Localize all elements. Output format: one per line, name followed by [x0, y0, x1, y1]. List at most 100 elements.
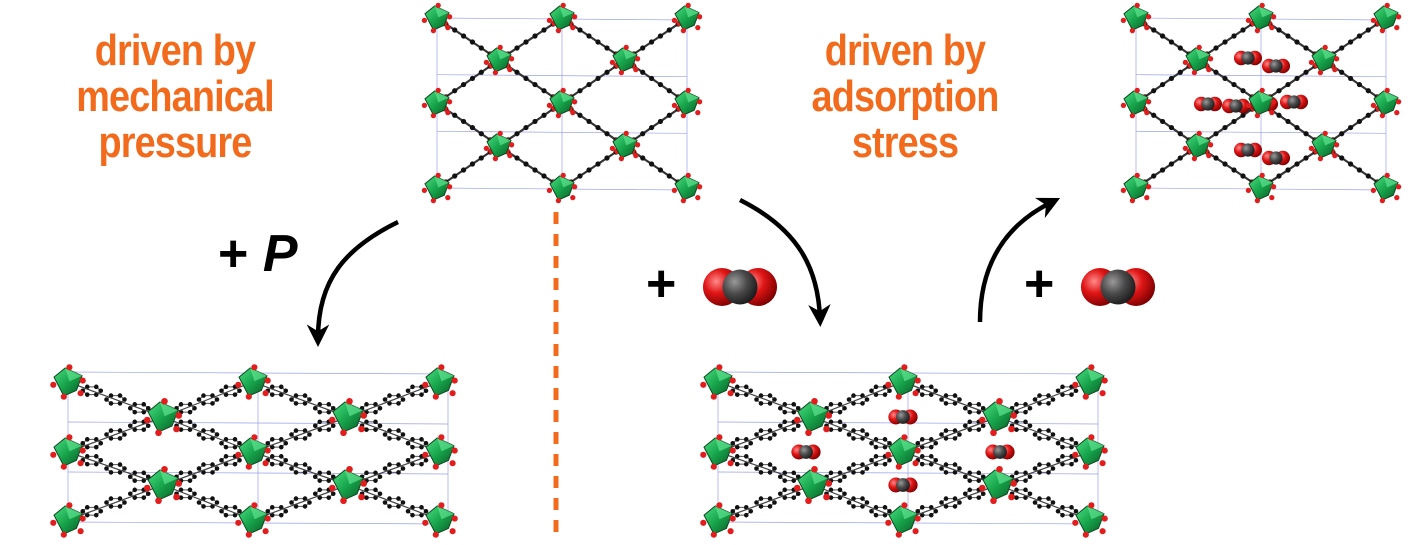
- metal-node: [1072, 434, 1108, 470]
- co2-molecule: [888, 477, 918, 493]
- metal-node: [1120, 2, 1152, 34]
- benzene-ring: [196, 462, 220, 475]
- benzene-ring: [939, 428, 962, 441]
- metal-node: [1072, 364, 1108, 400]
- linker-bond: [997, 381, 1091, 418]
- metal-node: [1245, 2, 1277, 34]
- co2-molecule: [702, 268, 778, 306]
- benzene-ring: [312, 470, 336, 483]
- mof-open-structure-with-co2: [1120, 2, 1402, 204]
- benzene-ring: [265, 437, 289, 450]
- co2-molecule: [1080, 268, 1156, 306]
- benzene-ring: [915, 437, 939, 450]
- benzene-ring: [196, 428, 220, 441]
- linker-bond: [812, 416, 904, 453]
- co2-molecule: [1233, 142, 1263, 158]
- metal-node: [422, 364, 458, 400]
- metal-node: [700, 364, 736, 400]
- pressure-arrow: [306, 219, 399, 347]
- benzene-ring: [289, 496, 312, 509]
- benzene-ring: [174, 402, 197, 415]
- benzene-ring: [730, 437, 754, 450]
- benzene-ring: [777, 402, 801, 415]
- benzene-ring: [869, 454, 892, 467]
- metal-node: [1308, 130, 1340, 162]
- metal-node: [609, 44, 641, 76]
- metal-node: [50, 502, 86, 538]
- label-line: stress: [851, 118, 959, 167]
- label-line: driven by: [94, 26, 256, 75]
- metal-node: [700, 502, 736, 538]
- benzene-ring: [869, 437, 892, 450]
- mof-narrow-pore-structure-with-co2: [700, 364, 1108, 538]
- linker-bond: [67, 451, 164, 486]
- benzene-ring: [219, 454, 242, 467]
- metal-node: [1370, 2, 1402, 34]
- benzene-ring: [405, 454, 429, 467]
- benzene-ring: [382, 428, 406, 441]
- linker-bond: [812, 484, 904, 521]
- benzene-ring: [127, 487, 151, 500]
- benzene-ring: [939, 393, 962, 406]
- metal-node: [422, 502, 458, 538]
- benzene-ring: [80, 505, 104, 518]
- co2-molecule: [1221, 98, 1251, 114]
- linker-bond: [347, 416, 441, 453]
- linker-bond: [997, 416, 1091, 453]
- metal-node: [235, 502, 271, 538]
- metal-node: [885, 364, 921, 400]
- metal-node: [885, 434, 921, 470]
- metal-node: [1308, 44, 1340, 76]
- co2-molecule: [1261, 150, 1291, 166]
- label-line: mechanical: [76, 72, 274, 121]
- benzene-ring: [80, 437, 104, 450]
- metal-node: [546, 2, 578, 34]
- label-line: adsorption: [811, 72, 1000, 121]
- plus-sign: +: [1024, 255, 1055, 313]
- benzene-ring: [730, 454, 754, 467]
- benzene-ring: [754, 462, 777, 475]
- metal-node: [1182, 130, 1214, 162]
- metal-node: [671, 2, 703, 34]
- adsorption-stress-label: driven by adsorption stress: [772, 28, 1039, 166]
- plus-sign: +: [218, 225, 249, 283]
- benzene-ring: [939, 462, 962, 475]
- metal-node: [421, 172, 453, 204]
- linker-bond: [347, 381, 441, 418]
- label-line: pressure: [98, 118, 253, 167]
- metal-node: [793, 465, 833, 505]
- benzene-ring: [754, 496, 777, 509]
- benzene-ring: [289, 393, 312, 406]
- metal-node: [978, 397, 1018, 437]
- benzene-ring: [777, 470, 801, 483]
- adsorption-arrow-up: [977, 197, 1061, 323]
- benzene-ring: [405, 384, 429, 397]
- linker-bond: [902, 451, 999, 486]
- benzene-ring: [289, 428, 312, 441]
- benzene-ring: [1032, 428, 1056, 441]
- metal-node: [700, 434, 736, 470]
- co2-molecule-icon: [1080, 268, 1156, 306]
- metal-node: [235, 434, 271, 470]
- benzene-ring: [127, 470, 151, 483]
- metal-node: [50, 434, 86, 470]
- metal-node: [671, 87, 703, 119]
- metal-node: [328, 465, 368, 505]
- benzene-ring: [869, 505, 892, 518]
- metal-node: [1245, 172, 1277, 204]
- metal-node: [1370, 87, 1402, 119]
- benzene-ring: [962, 402, 986, 415]
- benzene-ring: [730, 384, 754, 397]
- metal-node: [483, 130, 515, 162]
- co2-molecule: [791, 444, 821, 460]
- metal-node: [422, 434, 458, 470]
- organic-linker: [498, 17, 563, 61]
- pressure-symbol: P: [262, 225, 298, 283]
- benzene-ring: [382, 496, 406, 509]
- linker-bond: [252, 381, 349, 418]
- co2-molecule: [985, 444, 1015, 460]
- metal-node: [885, 502, 921, 538]
- benzene-ring: [846, 428, 870, 441]
- mof-narrow-pore-structure: [50, 364, 458, 538]
- benzene-ring: [196, 496, 220, 509]
